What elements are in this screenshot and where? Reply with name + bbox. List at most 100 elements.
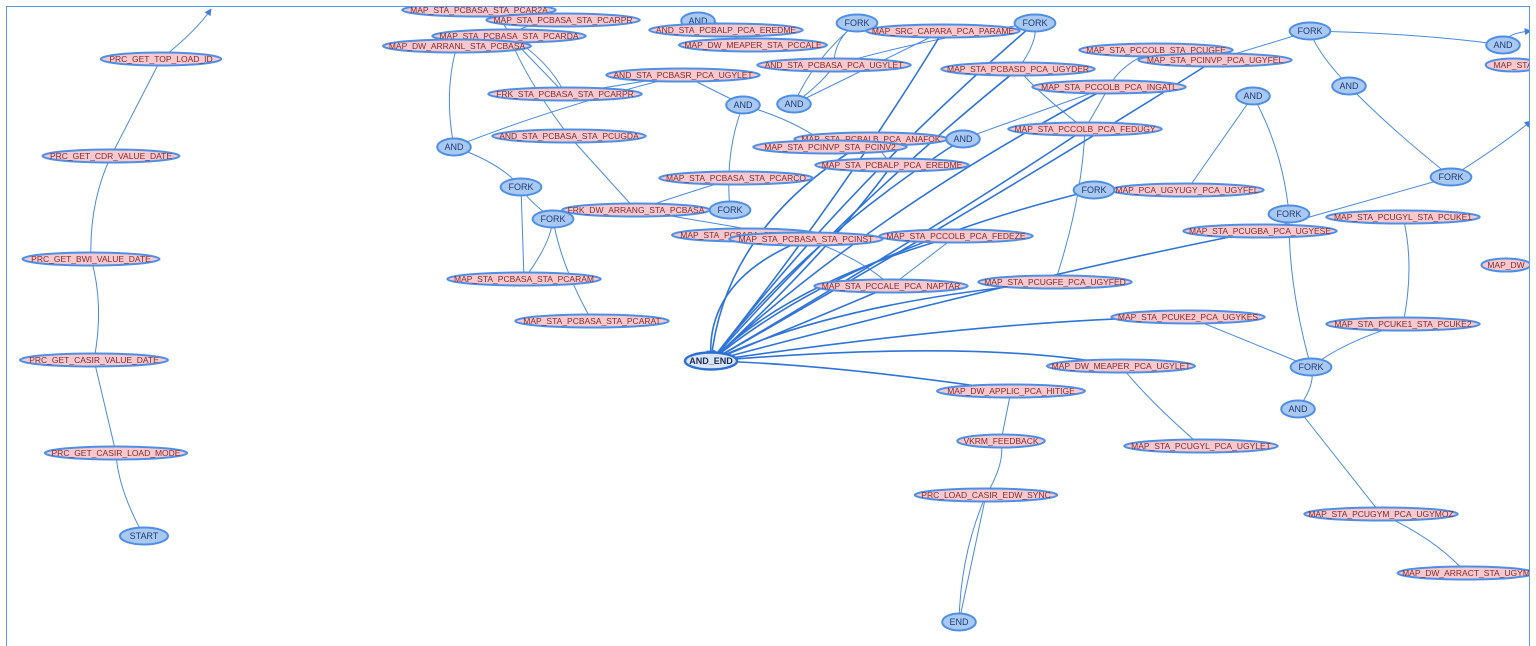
node-and7[interactable]: AND <box>945 129 981 149</box>
node-label: MAP_STA_PCUGBA_PCA_UGYESE <box>1189 226 1331 236</box>
node-n-map-sta-edge[interactable]: MAP_STA <box>1484 57 1530 73</box>
node-and5[interactable]: AND <box>1331 76 1367 96</box>
node-and-end[interactable]: AND_END <box>683 351 739 371</box>
node-prc-load[interactable]: PRC_LOAD_CASIR_EDW_SYNC <box>913 487 1059 503</box>
node-and-basr[interactable]: AND_STA_PCBASR_PCA_UGYLET <box>605 67 761 83</box>
node-n-meaper-ugylet[interactable]: MAP_DW_MEAPER_PCA_UGYLET <box>1046 358 1196 374</box>
node-n-pcinst[interactable]: MAP_STA_PCBASA_STA_PCINST <box>728 231 884 247</box>
node-n-cugyl-ugylet[interactable]: MAP_STA_PCUGYL_PCA_UGYLET <box>1123 438 1279 454</box>
node-n-balp-eredme[interactable]: MAP_STA_PCBALP_PCA_EREDME <box>814 157 970 173</box>
node-shape <box>1280 399 1316 419</box>
node-n-applic[interactable]: MAP_DW_APPLIC_PCA_HITIGE <box>936 383 1086 399</box>
edge-n_carat-to-fork7 <box>550 218 593 322</box>
node-fork10[interactable]: FORK <box>1289 357 1333 377</box>
node-label: MAP_STA_PCBALB_PCA_ANAFOK <box>801 134 941 144</box>
node-n-fedeze[interactable]: MAP_STA_PCCOLB_PCA_FEDEZE <box>878 228 1034 244</box>
node-label: FORK <box>844 18 869 28</box>
node-prc-cdr[interactable]: PRC_GET_CDR_VALUE_DATE <box>41 148 181 164</box>
node-frk-carpr[interactable]: FRK_STA_PCBASA_STA_PCARPR <box>487 86 643 102</box>
node-fork4[interactable]: FORK <box>1429 167 1473 187</box>
node-label: END <box>949 617 969 627</box>
node-and-basa-ugylet[interactable]: AND_STA_PCBASA_PCA_UGYLET <box>756 57 912 73</box>
node-n-map-dw-edge[interactable]: MAP_DW <box>1480 257 1531 273</box>
node-and-cugda[interactable]: AND_STA_PCBASA_STA_PCUGDA <box>491 128 647 144</box>
node-n-cinvp-ugyfel[interactable]: MAP_STA_PCINVP_PCA_UGYFEL <box>1137 52 1293 68</box>
node-shape <box>119 526 169 546</box>
node-prc-top[interactable]: PRC_GET_TOP_LOAD_ID <box>99 51 223 67</box>
node-n-carco[interactable]: MAP_STA_PCBASA_STA_PCARCO <box>658 170 814 186</box>
node-n-basd[interactable]: MAP_STA_PCBASD_PCA_UGYDER <box>940 61 1096 77</box>
edge-fork6-to-and_end <box>710 189 1095 362</box>
node-n-caram[interactable]: MAP_STA_PCBASA_STA_PCARAM <box>446 271 602 287</box>
node-and6[interactable]: AND <box>436 137 472 157</box>
node-label: MAP_DW_ARRACT_STA_UGYM <box>1402 568 1530 578</box>
node-shape <box>1072 180 1116 200</box>
node-label: PRC_GET_CDR_VALUE_DATE <box>50 151 172 161</box>
node-and-eredme[interactable]: AND_STA_PCBALP_PCA_EREDME <box>648 22 804 38</box>
edge-n_ingatl-to-and_end <box>710 86 1110 362</box>
node-prc-bwi[interactable]: PRC_GET_BWI_VALUE_DATE <box>21 251 161 267</box>
node-shape <box>1289 357 1333 377</box>
node-label: AND_STA_PCBASA_PCA_UGYLET <box>765 60 904 70</box>
node-and8[interactable]: AND <box>1280 399 1316 419</box>
node-fork6[interactable]: FORK <box>1072 180 1116 200</box>
node-n-ugyfed[interactable]: MAP_STA_PCUGFE_PCA_UGYFED <box>977 274 1133 290</box>
node-n-cugym[interactable]: MAP_STA_PCUGYM_PCA_UGYMOZ <box>1303 506 1459 522</box>
node-shape <box>936 383 1086 399</box>
node-frk-arrang[interactable]: FRK_DW_ARRANG_STA_PCBASA <box>561 202 711 218</box>
node-fork8[interactable]: FORK <box>708 200 752 220</box>
node-n-ugyugy[interactable]: MAP_PCA_UGYUGY_PCA_UGYFEL <box>1109 182 1265 198</box>
edge-end-to-prc_load <box>958 494 987 623</box>
node-fork7[interactable]: FORK <box>531 209 575 229</box>
node-label: AND_STA_PCBASA_STA_PCUGDA <box>499 131 639 141</box>
node-fork9[interactable]: FORK <box>1267 204 1311 224</box>
node-n-naptar[interactable]: MAP_STA_PCCALE_PCA_NAPTAR <box>813 278 969 294</box>
edge-fork8-to-and2 <box>728 104 744 211</box>
node-n-arranl[interactable]: MAP_DW_ARRANL_STA_PCBASA <box>382 38 532 54</box>
node-vkrm[interactable]: VKRM_FEEDBACK <box>956 433 1046 449</box>
node-label: MAP_DW <box>1487 260 1524 270</box>
node-label: MAP_STA_PCUGYM_PCA_UGYMOZ <box>1308 509 1453 519</box>
node-n-uke1-uke2[interactable]: MAP_STA_PCUKE1_STA_PCUKE2 <box>1325 316 1481 332</box>
node-n-cinv2[interactable]: MAP_STA_PCINVP_STA_PCINV2 <box>752 139 908 155</box>
node-and2[interactable]: AND <box>725 95 761 115</box>
edge-fork4-to-and5 <box>1348 85 1452 178</box>
node-n-carat[interactable]: MAP_STA_PCBASA_STA_PCARAT <box>514 313 670 329</box>
node-fork1[interactable]: FORK <box>835 13 879 33</box>
node-and-tr[interactable]: AND <box>1485 35 1521 55</box>
node-and4[interactable]: AND <box>1235 86 1271 106</box>
node-n-carpr[interactable]: MAP_STA_PCBASA_STA_PCARPR <box>485 12 641 28</box>
node-n-meaper-sta[interactable]: MAP_DW_MEAPER_STA_PCCALE <box>678 37 828 53</box>
node-start[interactable]: START <box>119 526 169 546</box>
node-n-arract[interactable]: MAP_DW_ARRACT_STA_UGYM <box>1396 565 1531 581</box>
node-n-cugba[interactable]: MAP_STA_PCUGBA_PCA_UGYESE <box>1182 223 1338 239</box>
node-label: AND <box>1288 404 1308 414</box>
node-fork3[interactable]: FORK <box>1288 21 1332 41</box>
node-shape <box>725 95 761 115</box>
node-n-capara[interactable]: MAP_SRC_CAPARA_PCA_PARAME <box>865 23 1021 39</box>
edge-n_capara-to-and_end <box>710 30 944 362</box>
node-n-ingatl[interactable]: MAP_STA_PCCOLB_PCA_INGATL <box>1031 79 1187 95</box>
node-and3[interactable]: AND <box>776 94 812 114</box>
node-n-cugyl-uke1[interactable]: MAP_STA_PCUGYL_STA_PCUKE1 <box>1325 209 1481 225</box>
node-n-fedugy[interactable]: MAP_STA_PCCOLB_PCA_FEDUGY <box>1007 121 1163 137</box>
node-label: MAP_STA_PCINVP_STA_PCINV2 <box>764 142 896 152</box>
node-shape <box>514 313 670 329</box>
node-shape <box>752 139 908 155</box>
node-shape <box>1325 316 1481 332</box>
node-label: AND <box>1243 91 1263 101</box>
node-label: FORK <box>540 214 565 224</box>
node-n-uke2-ugykes[interactable]: MAP_STA_PCUKE2_PCA_UGYKES <box>1110 309 1266 325</box>
edge-n_uke2_ugykes-to-and_end <box>709 316 1189 366</box>
node-fork2[interactable]: FORK <box>1013 13 1057 33</box>
node-prc-casir-lm[interactable]: PRC_GET_CASIR_LOAD_MODE <box>43 445 189 461</box>
node-end[interactable]: END <box>941 612 977 632</box>
node-fork5[interactable]: FORK <box>499 177 543 197</box>
node-shape <box>1267 204 1311 224</box>
node-prc-casir-vd[interactable]: PRC_GET_CASIR_VALUE_DATE <box>19 352 169 368</box>
node-label: MAP_STA_PCUGFE_PCA_UGYFED <box>984 277 1126 287</box>
node-label: FORK <box>1438 172 1463 182</box>
edge-prc_load-to-vkrm <box>985 440 1006 496</box>
node-shape <box>1013 13 1057 33</box>
node-label: MAP_STA_PCCOLB_PCA_FEDEZE <box>886 231 1026 241</box>
